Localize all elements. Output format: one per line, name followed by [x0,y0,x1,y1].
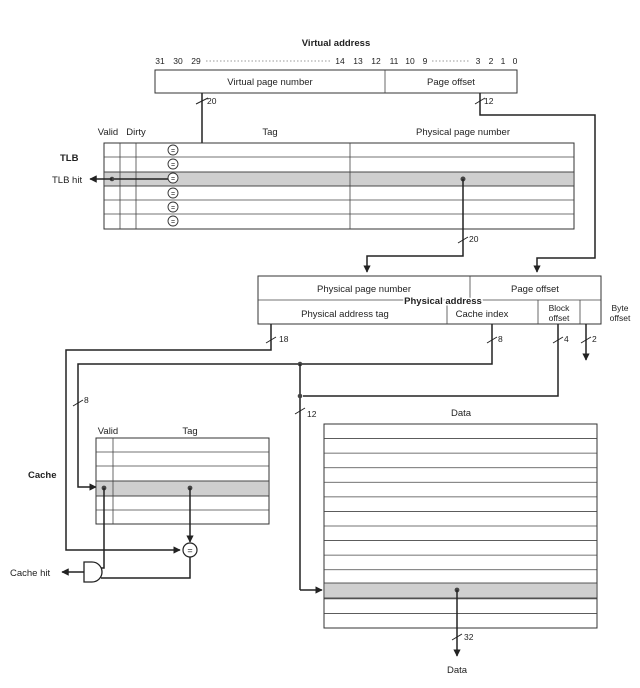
tlb-title: TLB [60,153,79,164]
page-offset-bus: 12 [474,93,596,273]
byte-offset-bus: 2 [580,324,597,361]
tlb-valid-header: Valid [98,127,118,138]
bit-label: 0 [513,56,518,66]
comparator-icon [167,187,179,199]
cache-comparator: = [101,488,198,579]
tlb-hit-label: TLB hit [52,175,82,186]
bit-label: 11 [390,56,399,66]
virtual-address-block: Virtual address 31 30 29 14 13 12 11 10 … [154,38,518,94]
bit-label: 3 [476,56,481,66]
cache-index-width-label: 8 [84,395,89,405]
tag-width-label: 18 [279,334,289,344]
cache-title: Cache [28,470,57,481]
block-width-label: 4 [564,334,569,344]
cache-tag-header: Tag [182,426,197,437]
cache-valid-header: Valid [98,426,118,437]
physical-page-number-label: Physical page number [317,284,411,295]
comparator-symbol: = [171,205,175,212]
physical-address-title: Physical address [404,296,482,307]
cache-data-hit-row [323,582,598,599]
data-addr-width-label: 12 [307,409,317,419]
cache-hit-row [95,480,270,497]
comparator-symbol: = [171,176,175,183]
virtual-page-number-label: Virtual page number [227,77,312,88]
ppn-width-label: 20 [469,234,479,244]
block-offset-label-2: offset [549,313,570,323]
tlb-block: Valid Dirty Tag Physical page number TLB… [52,127,575,230]
comparator-icon [167,201,179,213]
offset-width-label: 12 [484,96,494,106]
tlb-comparators: = = = = = = [167,144,179,227]
bit-label: 29 [191,56,201,66]
cache-index-label: Cache index [456,309,509,320]
bit-label: 10 [405,56,415,66]
tlb-dirty-header: Dirty [126,127,146,138]
comparator-symbol: = [187,546,192,556]
comparator-icon [167,158,179,170]
tlb-tag-header: Tag [262,127,277,138]
comparator-icon [167,172,179,184]
data-output-label: Data [447,665,468,676]
byte-offset-label-1: Byte [611,303,628,313]
virtual-address-bit-labels: 31 30 29 14 13 12 11 10 9 3 2 1 0 [155,56,517,66]
tlb-ppn-bus: 20 [363,176,479,273]
comparator-symbol: = [171,148,175,155]
and-gate-icon [83,561,103,583]
bit-label: 14 [335,56,345,66]
virtual-address-register [154,69,518,94]
comparator-icon [167,215,179,227]
byte-offset-label-2: offset [610,313,631,323]
block-offset-bus: 4 12 [294,324,569,419]
cache-data-block: Data 32 Data [323,408,598,676]
bit-label: 12 [371,56,381,66]
cache-hit-label: Cache hit [10,568,50,579]
comparator-symbol: = [171,219,175,226]
cache-index-bus: 8 8 [72,324,503,594]
comparator-symbol: = [171,191,175,198]
virtual-address-title: Virtual address [302,38,370,49]
cache-valid-path: Cache hit [10,488,105,583]
data-out-width-label: 32 [464,632,474,642]
bit-label: 30 [173,56,183,66]
block-offset-label-1: Block [549,303,571,313]
physical-page-offset-label: Page offset [511,284,559,295]
bit-label: 2 [489,56,494,66]
bit-label: 13 [353,56,363,66]
bit-label: 9 [423,56,428,66]
physical-address-tag-label: Physical address tag [301,309,389,320]
tlb-ppn-header: Physical page number [416,127,510,138]
byte-width-label: 2 [592,334,597,344]
comparator-icon [167,144,179,156]
comparator-symbol: = [171,162,175,169]
bit-label: 1 [501,56,506,66]
index-width-label: 8 [498,334,503,344]
cache-data-header: Data [451,408,472,419]
physical-address-block: Physical page number Page offset Physica… [257,275,631,325]
vpn-width-label: 20 [207,96,217,106]
bit-label: 31 [155,56,165,66]
cache-tag-block: Valid Tag Cache [28,426,270,525]
page-offset-label: Page offset [427,77,475,88]
